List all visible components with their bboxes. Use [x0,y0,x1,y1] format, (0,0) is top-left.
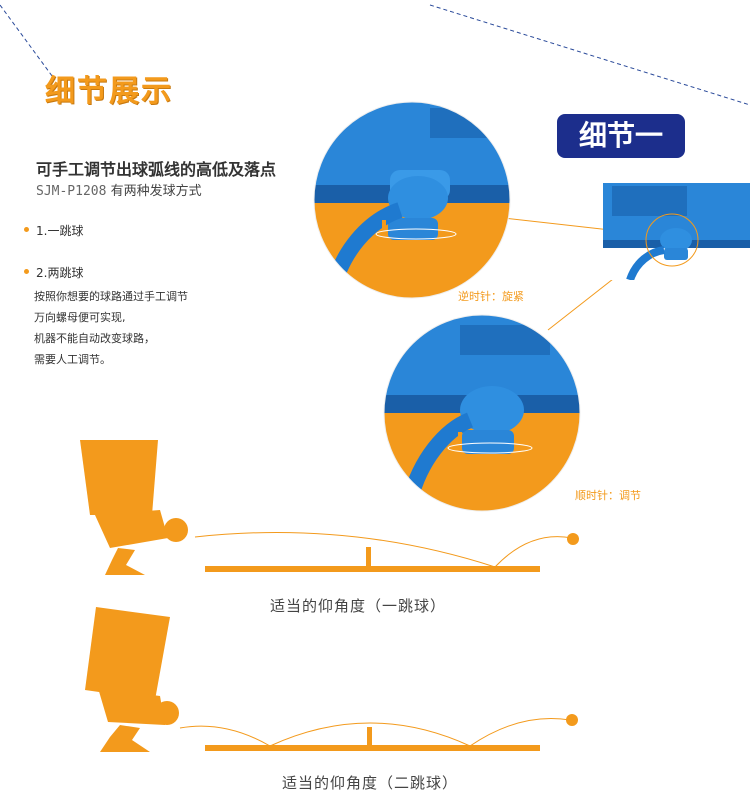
machine-stand [105,548,145,575]
counterclockwise-caption: 逆时针：旋紧 [458,290,524,303]
ball [566,714,578,726]
adjustment-description: 按照你想要的球路通过手工调节 万向螺母便可实现, 机器不能自动改变球路， 需要人… [34,286,188,370]
mode-one-jump: 1.一跳球 [24,222,83,239]
description-line: 需要人工调节。 [34,353,111,366]
two-jump-caption: 适当的仰角度（二跳球） [282,774,459,792]
model-number: SJM-P1208 [36,184,107,199]
ball-machine-hopper [80,440,158,515]
ball-bounce-trajectory [494,536,573,568]
ball-trajectory [194,531,496,568]
one-jump-caption: 适当的仰角度（一跳球） [270,597,447,615]
ball-machine-body [98,688,165,725]
ball-trajectory [179,725,271,747]
bullet-icon [24,227,29,232]
description-line: 万向螺母便可实现, [34,311,126,324]
detail-badge: 细节一 [557,114,685,158]
one-jump-diagram [80,440,579,575]
ball-trajectory [269,722,471,747]
table-surface [205,566,540,572]
two-jump-diagram [85,607,578,752]
mode-two-jump: 2.两跳球 [24,264,83,281]
ball-machine-hopper [85,607,170,700]
machine-stand [100,725,150,752]
description-line: 机器不能自动改变球路， [34,332,155,345]
intro-subheading: SJM-P1208 有两种发球方式 [36,180,202,199]
table-surface [205,745,540,751]
ball-outlet [155,701,179,725]
ball-bounce-trajectory [469,717,571,747]
focus-ring [645,213,699,267]
bullet-icon [24,269,29,274]
clockwise-caption: 顺时针：调节 [575,489,641,502]
machine-closeup-photo [603,183,750,280]
section-title: 细节展示 [45,74,173,109]
ball-machine-body [95,510,168,548]
table-net [366,547,371,569]
ball [567,533,579,545]
ball-outlet [164,518,188,542]
description-line: 按照你想要的球路通过手工调节 [34,290,188,303]
intro-heading: 可手工调节出球弧线的高低及落点 [36,160,277,179]
table-net [367,727,372,748]
serve-modes-text: 有两种发球方式 [110,184,202,199]
